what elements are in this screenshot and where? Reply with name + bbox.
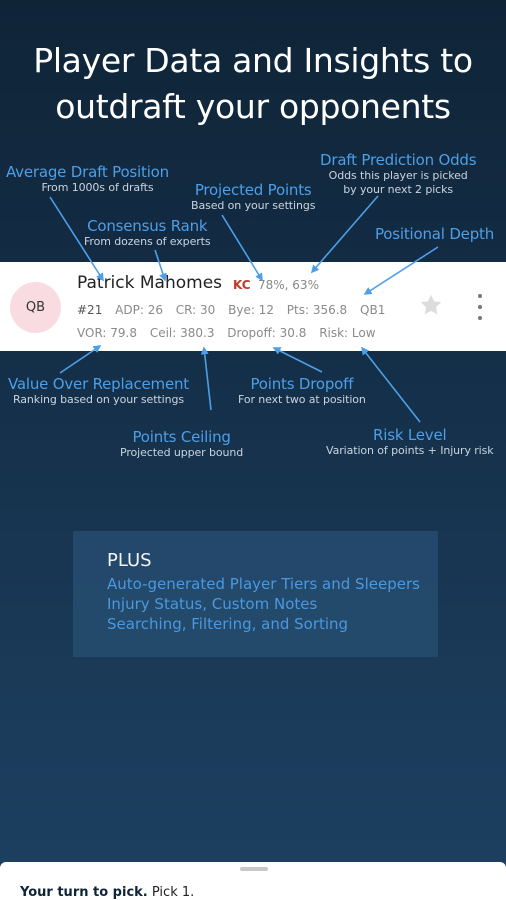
prediction-annotation-title: Draft Prediction Odds xyxy=(320,151,477,169)
player-rank: #21 xyxy=(77,303,103,317)
headline-line-2: outdraft your opponents xyxy=(55,87,451,126)
drag-handle[interactable] xyxy=(240,867,268,871)
player-bye: Bye: 12 xyxy=(228,303,274,317)
player-name: Patrick Mahomes xyxy=(77,273,223,293)
plus-feature-item: Auto-generated Player Tiers and Sleepers xyxy=(107,575,420,593)
player-pts: Pts: 356.8 xyxy=(286,303,348,317)
ceiling-annotation: Points Ceiling Projected upper bound xyxy=(120,428,243,460)
player-ceil: Ceil: 380.3 xyxy=(149,326,215,340)
position-avatar: QB xyxy=(10,282,61,333)
headline: Player Data and Insights to outdraft you… xyxy=(0,38,506,130)
risk-annotation-sub: Variation of points + Injury risk xyxy=(326,444,494,457)
star-icon[interactable] xyxy=(418,292,444,318)
player-stats-row-1: #21 ADP: 26 CR: 30 Bye: 12 Pts: 356.8 QB… xyxy=(77,303,394,317)
depth-annotation: Positional Depth xyxy=(375,225,494,243)
vor-annotation-sub: Ranking based on your settings xyxy=(12,393,184,406)
plus-feature-item: Injury Status, Custom Notes xyxy=(107,595,318,613)
player-dropoff: Dropoff: 30.8 xyxy=(227,326,307,340)
projected-annotation-title: Projected Points xyxy=(194,181,312,199)
vor-annotation-title: Value Over Replacement xyxy=(8,375,189,393)
more-options-icon[interactable] xyxy=(470,294,490,320)
risk-arrow xyxy=(361,346,421,423)
dropoff-annotation: Points Dropoff For next two at position xyxy=(238,375,366,407)
pick-number: Pick 1. xyxy=(151,885,195,900)
dropoff-arrow xyxy=(272,347,323,373)
player-adp: ADP: 26 xyxy=(115,303,163,317)
dropoff-annotation-sub: For next two at position xyxy=(238,393,366,406)
player-depth: QB1 xyxy=(360,303,386,317)
plus-feature-item: Searching, Filtering, and Sorting xyxy=(107,615,349,633)
ceiling-annotation-title: Points Ceiling xyxy=(132,428,231,446)
projected-annotation: Projected Points Based on your settings xyxy=(191,181,315,213)
prediction-annotation-sub1: Odds this player is picked xyxy=(328,169,468,182)
plus-features-box: PLUS Auto-generated Player Tiers and Sle… xyxy=(73,531,438,657)
adp-arrow xyxy=(49,196,104,282)
vor-annotation: Value Over Replacement Ranking based on … xyxy=(8,375,189,407)
turn-status: Your turn to pick. Pick 1. xyxy=(20,885,194,900)
consensus-annotation-title: Consensus Rank xyxy=(87,217,208,235)
team-badge: KC xyxy=(233,278,251,292)
plus-title: PLUS xyxy=(107,550,152,571)
consensus-arrow xyxy=(154,249,167,282)
depth-arrow xyxy=(363,246,439,295)
adp-annotation-sub: From 1000s of drafts xyxy=(41,181,154,194)
prediction-arrow xyxy=(310,195,379,274)
draft-odds: 78%, 63% xyxy=(258,278,319,292)
adp-annotation-title: Average Draft Position xyxy=(6,163,169,181)
risk-annotation-title: Risk Level xyxy=(373,426,447,444)
player-vor: VOR: 79.8 xyxy=(77,326,137,340)
prediction-annotation-sub2: by your next 2 picks xyxy=(343,183,454,196)
player-risk: Risk: Low xyxy=(319,326,376,340)
prediction-annotation: Draft Prediction Odds Odds this player i… xyxy=(320,151,477,197)
ceiling-arrow xyxy=(200,346,212,411)
ceiling-annotation-sub: Projected upper bound xyxy=(120,446,244,459)
turn-label: Your turn to pick. xyxy=(20,885,148,900)
depth-annotation-title: Positional Depth xyxy=(375,225,495,243)
player-stats-row-2: VOR: 79.8 Ceil: 380.3 Dropoff: 30.8 Risk… xyxy=(77,326,385,340)
player-card[interactable] xyxy=(0,262,506,351)
projected-annotation-sub: Based on your settings xyxy=(191,199,316,212)
risk-annotation: Risk Level Variation of points + Injury … xyxy=(326,426,494,458)
consensus-annotation-sub: From dozens of experts xyxy=(84,235,211,248)
dropoff-annotation-title: Points Dropoff xyxy=(250,375,354,393)
headline-line-1: Player Data and Insights to xyxy=(33,41,473,80)
projected-arrow xyxy=(221,214,263,282)
player-cr: CR: 30 xyxy=(175,303,216,317)
adp-annotation: Average Draft Position From 1000s of dra… xyxy=(6,163,169,195)
consensus-annotation: Consensus Rank From dozens of experts xyxy=(84,217,211,249)
vor-arrow xyxy=(59,345,102,374)
